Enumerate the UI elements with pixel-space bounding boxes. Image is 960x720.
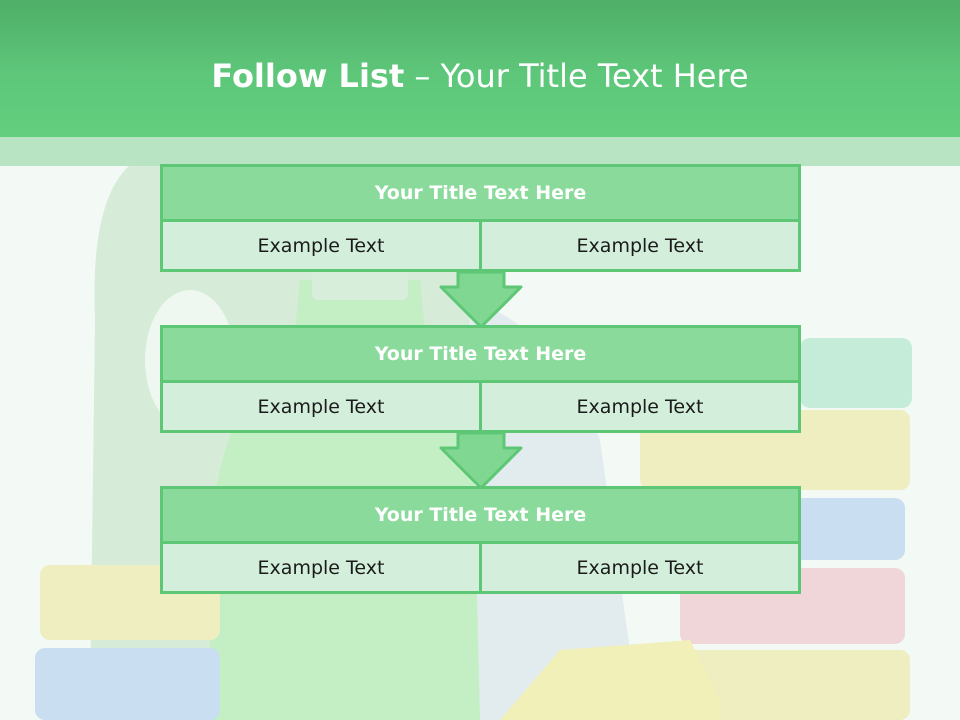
list-block-3: Your Title Text Here Example Text Exampl…	[160, 486, 801, 594]
down-arrow-icon	[439, 270, 523, 329]
header-bar	[0, 0, 960, 137]
page-title-bold: Follow List	[211, 57, 405, 95]
block-cell-right: Example Text	[479, 383, 798, 430]
block-cell-left: Example Text	[257, 234, 385, 257]
block-title: Your Title Text Here	[160, 325, 801, 383]
list-block-2: Your Title Text Here Example Text Exampl…	[160, 325, 801, 433]
page-title-rest: – Your Title Text Here	[404, 57, 749, 95]
down-arrow-icon	[439, 431, 523, 490]
block-row: Example Text Example Text	[160, 544, 801, 594]
header-band	[0, 137, 960, 166]
block-row: Example Text Example Text	[160, 222, 801, 272]
block-title: Your Title Text Here	[160, 486, 801, 544]
block-cell-left: Example Text	[257, 395, 385, 418]
block-cell-right: Example Text	[479, 222, 798, 269]
page-title: Follow List – Your Title Text Here	[0, 54, 960, 98]
block-row: Example Text Example Text	[160, 383, 801, 433]
block-cell-right: Example Text	[479, 544, 798, 591]
block-title: Your Title Text Here	[160, 164, 801, 222]
list-block-1: Your Title Text Here Example Text Exampl…	[160, 164, 801, 272]
block-cell-left: Example Text	[257, 556, 385, 579]
